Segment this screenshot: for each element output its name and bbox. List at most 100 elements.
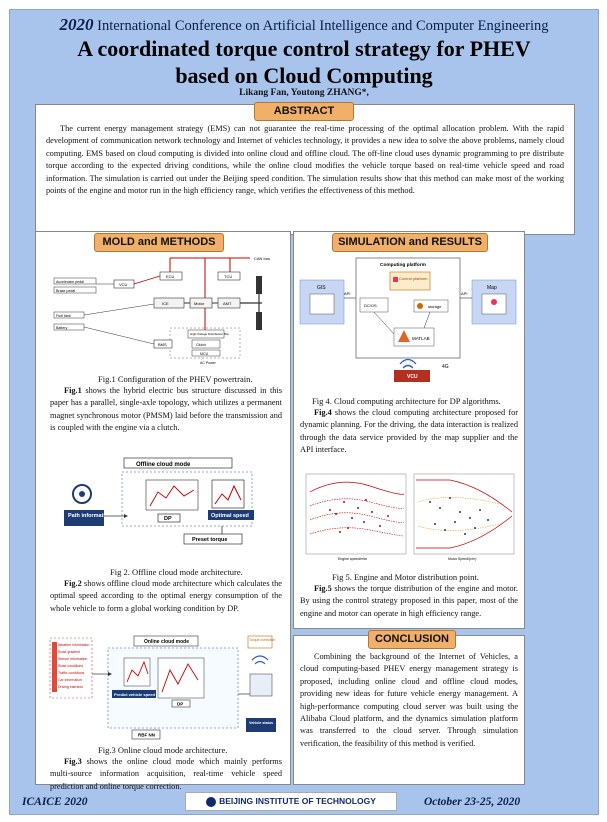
fig3-text: Fig.3 shows the online cloud mode which … xyxy=(50,757,282,791)
svg-text:ICE: ICE xyxy=(162,301,169,306)
fig1-powertrain-diagram: CAN bus ECU TCU Accelerator pedal Brake … xyxy=(53,256,270,365)
svg-text:Vehicle status: Vehicle status xyxy=(249,721,273,725)
svg-text:Driving intention: Driving intention xyxy=(58,685,83,689)
control-icon xyxy=(393,277,398,282)
svg-text:API: API xyxy=(461,291,467,296)
svg-text:Road gradient: Road gradient xyxy=(58,650,80,654)
conference-line: 2020 International Conference on Artific… xyxy=(10,15,598,35)
engine-plot xyxy=(305,473,407,555)
input-icons-strip xyxy=(52,642,57,692)
svg-text:VCU: VCU xyxy=(119,282,128,287)
fig5-distribution-plots: Engine speed/rmin Motor Speed/(r/m) xyxy=(305,473,515,561)
matlab-icon xyxy=(398,330,410,342)
svg-text:MATLAB: MATLAB xyxy=(412,336,430,341)
title-line-2: based on Cloud Computing xyxy=(175,63,433,88)
fig5-text: Fig.5 shows the torque distribution of t… xyxy=(300,584,518,618)
svg-text:Brake pedal: Brake pedal xyxy=(56,289,75,293)
footer-institution: BEIJING INSTITUTE OF TECHNOLOGY xyxy=(185,792,397,811)
gis-server-icon xyxy=(309,293,335,315)
svg-text:ECU: ECU xyxy=(166,274,175,279)
input-list: Weather information Road gradient Sensor… xyxy=(58,643,90,689)
svg-text:storage: storage xyxy=(428,304,442,309)
svg-text:Optimal speed: Optimal speed xyxy=(211,513,249,519)
svg-text:Path information: Path information xyxy=(68,513,112,519)
storage-box xyxy=(413,299,449,313)
svg-text:4G: 4G xyxy=(442,364,449,370)
motor-plot xyxy=(413,473,515,555)
poster-title: A coordinated torque control strategy fo… xyxy=(10,35,598,89)
tcu-box xyxy=(217,271,241,281)
path-information-label xyxy=(64,510,104,526)
poster: 2020 International Conference on Artific… xyxy=(9,9,599,815)
svg-text:Fuel tank: Fuel tank xyxy=(56,314,71,318)
torque-correction-box xyxy=(247,635,273,649)
svg-text:Control platform: Control platform xyxy=(399,276,428,281)
svg-text:High-Voltage Distribution Box: High-Voltage Distribution Box xyxy=(190,332,230,336)
wheel-rear-bottom xyxy=(256,312,262,330)
svg-text:Sensor information: Sensor information xyxy=(58,657,87,661)
svg-text:TCU: TCU xyxy=(224,274,232,279)
svg-text:Computing platform: Computing platform xyxy=(380,262,426,268)
svg-text:Traffic conditions: Traffic conditions xyxy=(58,671,85,675)
abstract-panel xyxy=(35,104,575,235)
svg-text:GIS: GIS xyxy=(317,285,326,291)
wifi-icon xyxy=(251,655,269,665)
fig2-text: Fig.2 shows offline cloud mode architect… xyxy=(50,579,282,613)
clutch-box xyxy=(191,339,221,349)
svg-text:Torque correction: Torque correction xyxy=(249,638,275,642)
svg-text:Road conditions: Road conditions xyxy=(58,664,83,668)
wifi-4g-icon xyxy=(399,358,417,369)
svg-text:Predict vehicle speed: Predict vehicle speed xyxy=(114,692,155,697)
svg-text:RBF NN: RBF NN xyxy=(138,733,155,738)
conference-year: 2020 xyxy=(59,15,94,34)
svg-text:Offline cloud mode: Offline cloud mode xyxy=(136,462,191,468)
svg-text:DP: DP xyxy=(164,516,172,522)
svg-text:AC Power: AC Power xyxy=(200,361,217,365)
authors: Likang Fan, Youtong ZHANG*, xyxy=(239,88,369,98)
svg-text:DP: DP xyxy=(177,702,183,707)
dp-chart-icon xyxy=(145,479,199,511)
svg-text:BMS: BMS xyxy=(158,342,167,347)
brake-pedal-box xyxy=(53,286,97,294)
svg-text:VCU: VCU xyxy=(407,374,418,380)
svg-text:Clutch: Clutch xyxy=(196,343,206,347)
methods-header: MOLD and METHODS xyxy=(94,233,224,252)
online-title-box xyxy=(133,635,199,647)
conference-name: International Conference on Artificial I… xyxy=(97,18,549,34)
svg-text:Preset torque: Preset torque xyxy=(192,537,227,543)
optimal-speed-chart-icon xyxy=(211,479,245,509)
svg-text:Online cloud mode: Online cloud mode xyxy=(144,639,189,645)
svg-text:Map: Map xyxy=(487,285,497,291)
fig4-cloud-architecture: Computing platform Control platform DC/O… xyxy=(299,257,517,382)
conclusion-header: CONCLUSION xyxy=(368,630,456,649)
offline-title-box xyxy=(123,457,233,469)
svg-text:Car information: Car information xyxy=(58,678,82,682)
wheel-rear-top xyxy=(256,276,262,294)
title-line-1: A coordinated torque control strategy fo… xyxy=(77,36,531,61)
fig4-text: Fig.4 shows the cloud computing architec… xyxy=(300,408,518,455)
svg-text:DC/OS: DC/OS xyxy=(364,303,377,308)
abstract-text: The current energy management strategy (… xyxy=(46,124,564,196)
engine-operating-points xyxy=(329,499,389,533)
svg-text:API: API xyxy=(344,291,350,296)
institution-seal-icon xyxy=(206,796,217,807)
fig2-offline-diagram: Offline cloud mode Path information Opti… xyxy=(64,457,254,545)
svg-text:Battery: Battery xyxy=(56,326,68,330)
mcu-box xyxy=(191,349,221,357)
rbf-nn-box xyxy=(131,729,161,740)
conclusion-panel xyxy=(293,635,525,785)
storage-icon xyxy=(417,303,423,309)
engine-box xyxy=(153,297,185,309)
fig5-caption: Fig 5. Engine and Motor distribution poi… xyxy=(332,572,479,582)
svg-text:Motor: Motor xyxy=(194,301,205,306)
svg-text:MCU: MCU xyxy=(200,352,209,356)
optimal-speed-label xyxy=(208,510,254,520)
accelerator-pedal-box xyxy=(53,277,97,285)
svg-text:Engine speed/rmin: Engine speed/rmin xyxy=(338,557,367,561)
can-bus-label: CAN bus xyxy=(254,256,270,261)
vehicle-icon xyxy=(249,673,273,697)
fig1-caption: Fig.1 Configuration of the PHEV powertra… xyxy=(98,374,253,384)
online-dp-box xyxy=(171,699,191,708)
predict-speed-label xyxy=(112,690,156,698)
dp-box xyxy=(157,513,181,523)
